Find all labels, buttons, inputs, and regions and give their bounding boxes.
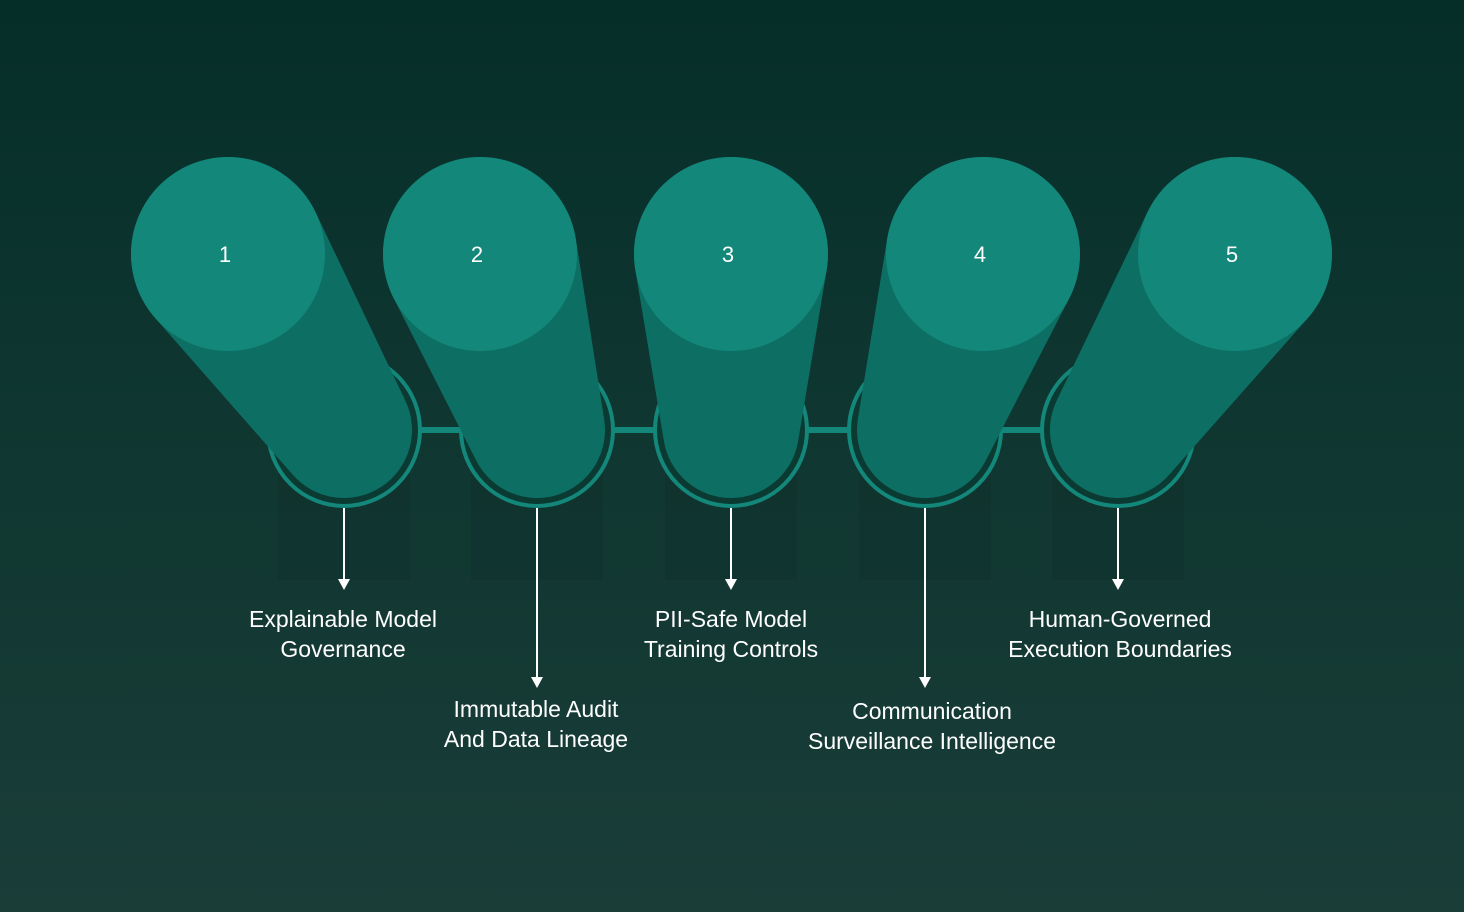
arrow-head-1 (338, 579, 350, 590)
arrow-head-3 (725, 579, 737, 590)
caption-step-1-line-1: Explainable Model (249, 604, 437, 634)
caption-step-3-line-2: Training Controls (644, 634, 818, 664)
caption-step-5-line-2: Execution Boundaries (1008, 634, 1232, 664)
step-number-1: 1 (219, 242, 231, 267)
caption-step-4-line-1: Communication (808, 696, 1056, 726)
caption-step-1: Explainable Model Governance (249, 604, 437, 664)
caption-step-2-line-2: And Data Lineage (444, 724, 628, 754)
caption-step-3-line-1: PII-Safe Model (644, 604, 818, 634)
caption-step-2-line-1: Immutable Audit (444, 694, 628, 724)
step-number-3: 3 (722, 242, 734, 267)
caption-step-5: Human-Governed Execution Boundaries (1008, 604, 1232, 664)
caption-step-5-line-1: Human-Governed (1008, 604, 1232, 634)
caption-step-4-line-2: Surveillance Intelligence (808, 726, 1056, 756)
caption-step-3: PII-Safe Model Training Controls (644, 604, 818, 664)
step-number-5: 5 (1226, 242, 1238, 267)
arrow-head-2 (531, 677, 543, 688)
step-number-4: 4 (974, 242, 986, 267)
caption-step-2: Immutable Audit And Data Lineage (444, 694, 628, 754)
caption-step-1-line-2: Governance (249, 634, 437, 664)
step-number-2: 2 (471, 242, 483, 267)
arrow-head-4 (919, 677, 931, 688)
arrow-head-5 (1112, 579, 1124, 590)
caption-step-4: Communication Surveillance Intelligence (808, 696, 1056, 756)
